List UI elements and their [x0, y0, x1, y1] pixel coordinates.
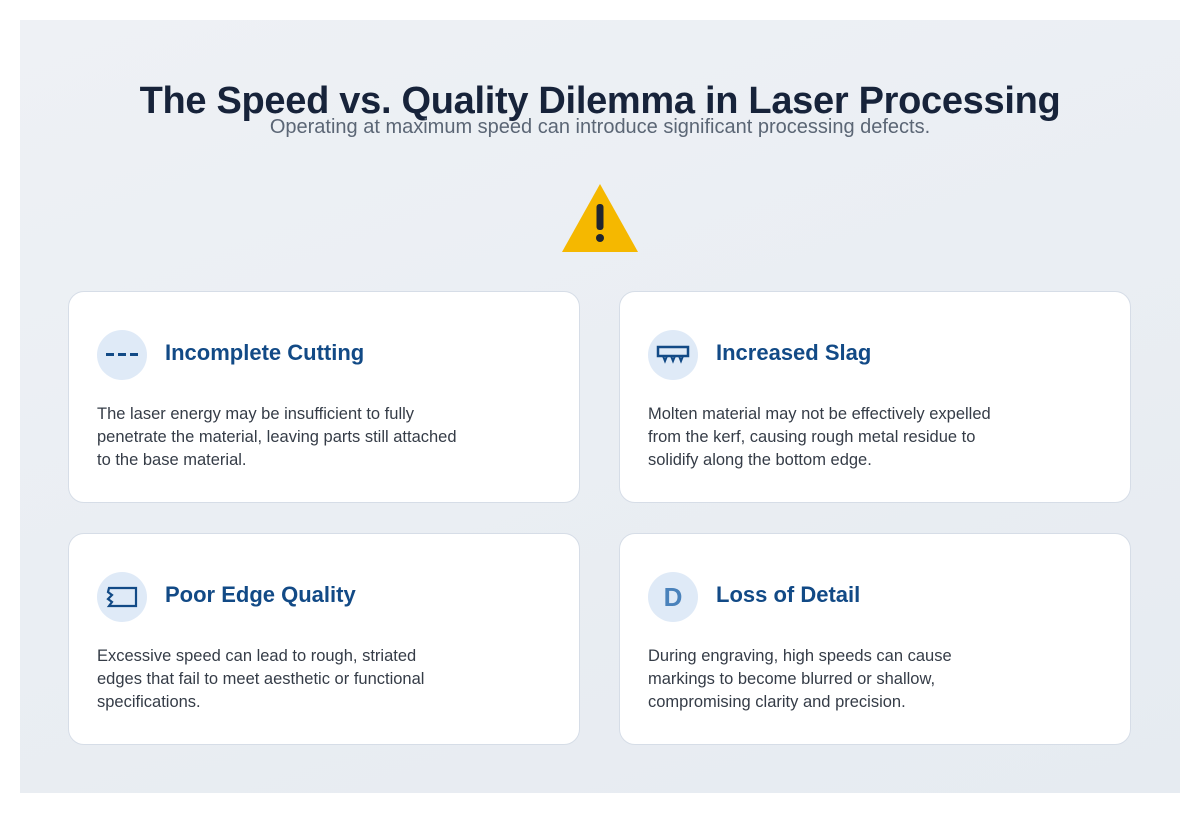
icon-badge [97, 330, 147, 380]
card-description: During engraving, high speeds can cause … [648, 647, 952, 711]
card-description: Molten material may not be effectively e… [648, 405, 991, 469]
card-poor-edge-quality: Poor Edge Quality Excessive speed can le… [68, 533, 580, 745]
page-title: The Speed vs. Quality Dilemma in Laser P… [139, 80, 1061, 122]
card-increased-slag: Increased Slag Molten material may not b… [619, 291, 1131, 503]
card-description: The laser energy may be insufficient to … [97, 405, 457, 469]
card-title: Increased Slag [716, 340, 872, 365]
card-title: Incomplete Cutting [165, 340, 365, 365]
icon-badge [97, 572, 147, 622]
card-title: Poor Edge Quality [165, 582, 356, 607]
card-loss-of-detail: D Loss of Detail During engraving, high … [619, 533, 1131, 745]
rough-edge-icon [106, 586, 138, 608]
icon-badge: D [648, 572, 698, 622]
card-title: Loss of Detail [716, 582, 861, 607]
infographic-page: The Speed vs. Quality Dilemma in Laser P… [20, 20, 1180, 793]
card-description: Excessive speed can lead to rough, stria… [97, 647, 425, 711]
card-incomplete-cutting: Incomplete Cutting The laser energy may … [68, 291, 580, 503]
dashed-line-icon [106, 353, 138, 356]
letter-d-icon: D [663, 581, 683, 612]
icon-badge [648, 330, 698, 380]
warning-triangle-icon [562, 184, 638, 252]
page-subtitle: Operating at maximum speed can introduce… [269, 116, 931, 138]
slag-drip-icon [656, 345, 690, 364]
